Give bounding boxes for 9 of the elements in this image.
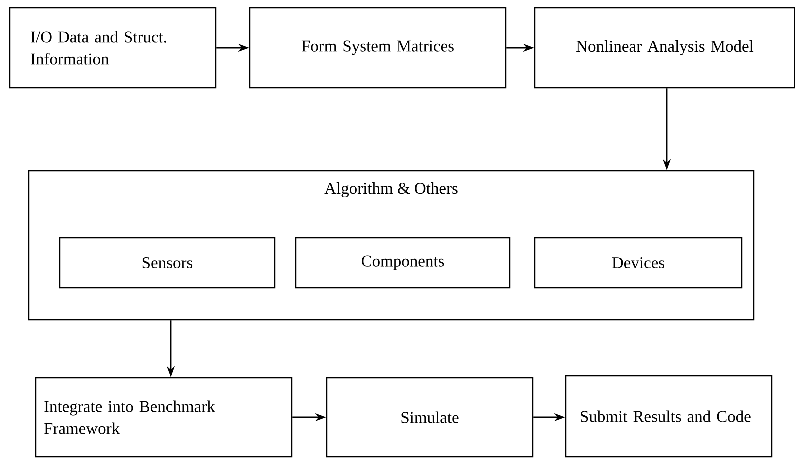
process-box: Nonlinear Analysis Model [534,7,795,89]
process-box: Simulate [326,377,534,458]
process-box: I/O Data and Struct. Information [9,7,217,89]
process-box: Sensors [59,237,276,289]
process-box: Form System Matrices [249,7,507,89]
process-box: Devices [534,237,743,289]
process-box: Integrate into Benchmark Framework [35,377,293,458]
process-box: Components [295,237,511,289]
process-box: Submit Results and Code [565,375,773,458]
